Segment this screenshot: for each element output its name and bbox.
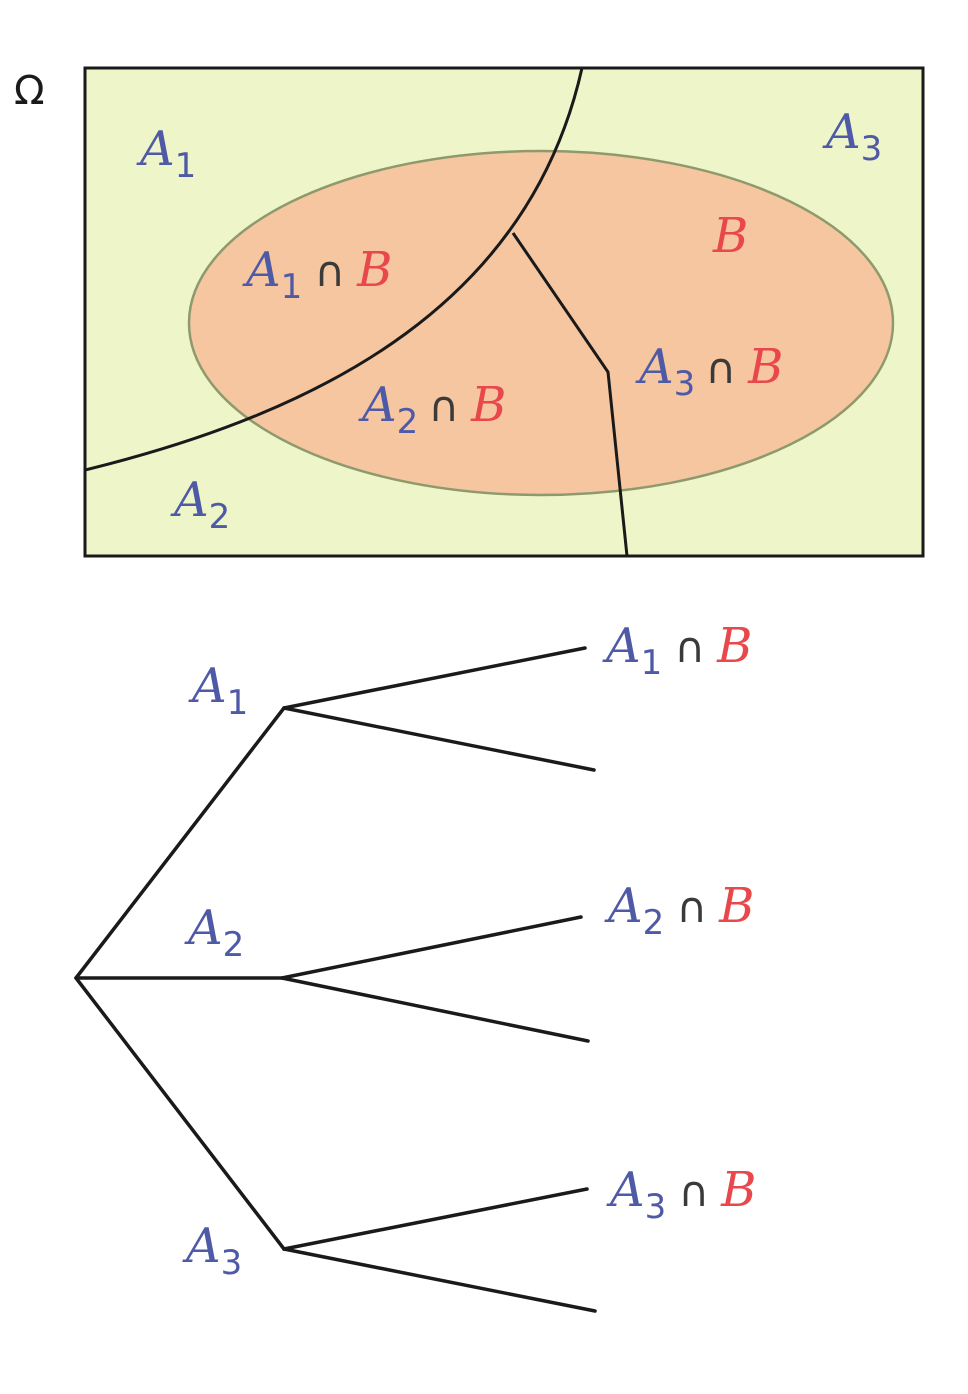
- tree-edge-a1-b: [282, 646, 587, 710]
- tree-edge-root-a3: [74, 976, 286, 1251]
- region-label-a3: A3: [822, 104, 882, 169]
- region-label-a2: A2: [170, 472, 230, 537]
- probability-tree: [74, 646, 597, 1313]
- tree-edge-a3-not-b: [282, 1247, 597, 1313]
- tree-leaf-a3-b: A3∩B: [606, 1162, 756, 1227]
- partition-line-a3: [511, 232, 629, 556]
- tree-edge-a1-not-b: [282, 706, 596, 772]
- tree-edge-a2-b: [280, 915, 583, 980]
- tree-edge-root-a1: [74, 706, 286, 980]
- universe-label: Ω: [14, 68, 45, 114]
- tree-edge-a3-b: [282, 1187, 589, 1251]
- intersection-label-a1-b: A1∩B: [242, 242, 392, 307]
- intersection-label-a3-b: A3∩B: [635, 339, 783, 404]
- intersection-label-a2-b: A2∩B: [358, 377, 506, 442]
- tree-node-a3: A3: [182, 1218, 242, 1283]
- tree-node-a2: A2: [184, 900, 244, 965]
- set-b-ellipse: [187, 149, 895, 497]
- tree-leaf-a1-b: A1∩B: [602, 618, 752, 683]
- region-label-a1: A1: [136, 121, 196, 186]
- tree-edge-a2-not-b: [280, 976, 590, 1043]
- tree-labels: A1 A2 A3 A1∩B A2∩B A3∩B: [182, 618, 756, 1283]
- tree-leaf-a2-b: A2∩B: [604, 878, 754, 943]
- venn-diagram: Ω A1 A3 A2 B A1∩B A2∩B A3∩B: [14, 66, 925, 558]
- tree-node-a1: A1: [188, 658, 248, 723]
- partition-line-a1-a2: [85, 68, 584, 472]
- set-b-label: B: [712, 208, 748, 264]
